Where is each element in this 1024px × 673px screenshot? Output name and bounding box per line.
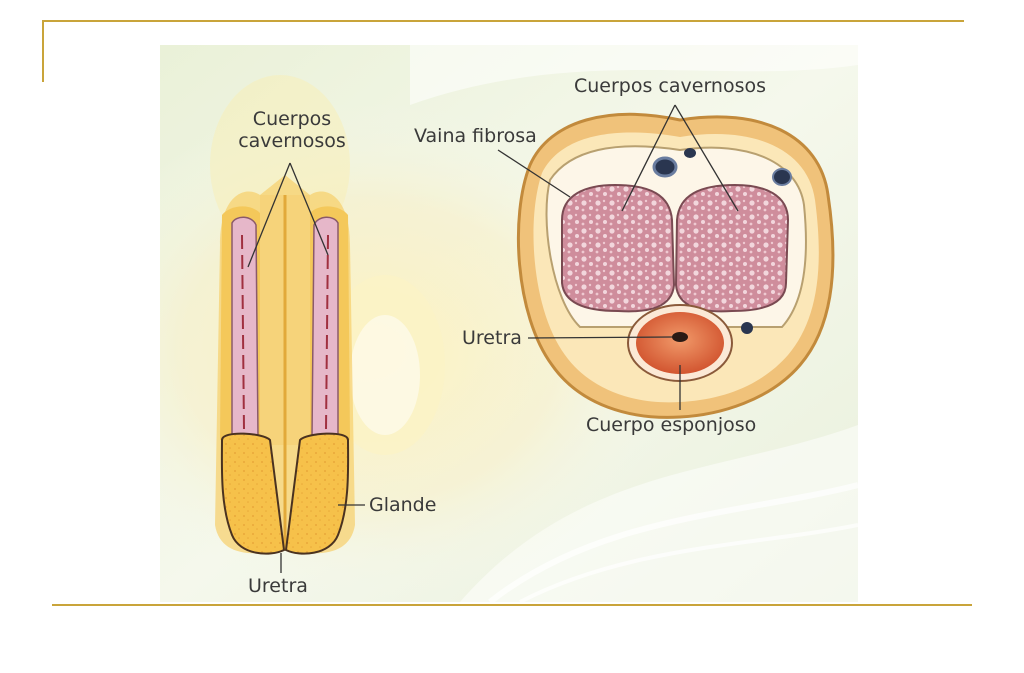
corpus-cavernosum-right (674, 183, 790, 313)
anatomy-svg (160, 45, 858, 602)
corpus-spongiosum (636, 312, 724, 374)
label-uretra-cross: Uretra (462, 327, 522, 349)
label-cuerpo-esponjoso: Cuerpo esponjoso (586, 414, 757, 436)
glans-right-half (284, 432, 350, 555)
anatomy-illustration (160, 45, 858, 602)
left-leader-lines (247, 162, 365, 573)
label-vaina-fibrosa: Vaina fibrosa (414, 125, 537, 147)
label-cuerpos-cavernosos-right: Cuerpos cavernosos (574, 75, 767, 97)
cross-section (516, 112, 835, 419)
label-cuerpos-cavernosos-left: Cuerpos cavernosos (238, 108, 346, 152)
bottom-rule (52, 604, 972, 606)
label-glande: Glande (369, 494, 437, 516)
vessel (652, 156, 678, 178)
glans-left-half (220, 432, 286, 555)
right-leader-lines (497, 104, 739, 410)
left-rule (42, 20, 44, 82)
top-rule (42, 20, 964, 22)
corpus-cavernosum-left (561, 183, 676, 313)
label-uretra-long: Uretra (248, 575, 308, 597)
longitudinal-section (215, 175, 355, 555)
